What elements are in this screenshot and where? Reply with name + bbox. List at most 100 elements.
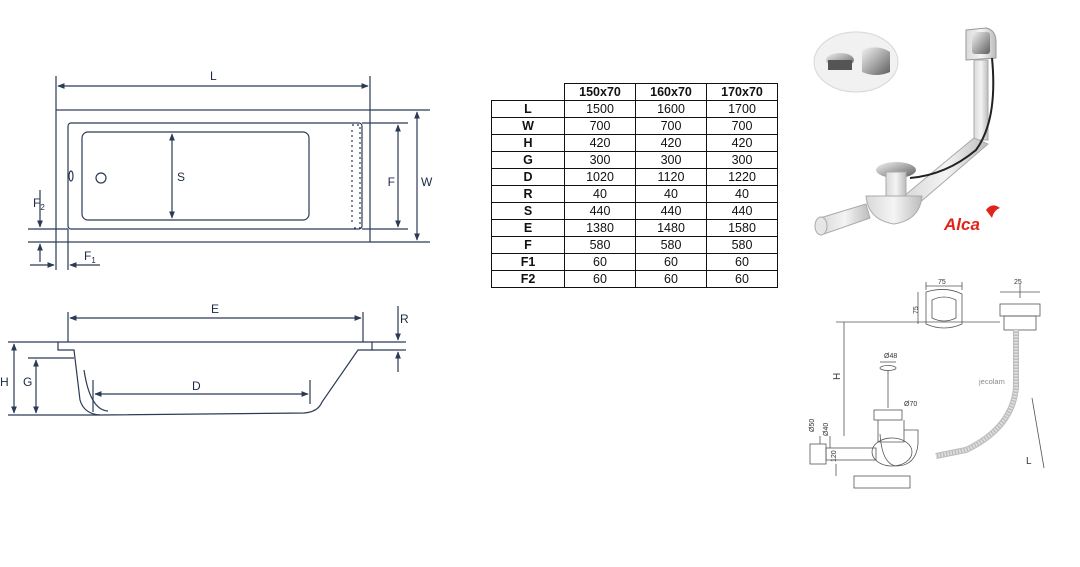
table-header-row: 150x70 160x70 170x70 [491, 83, 778, 101]
row-label: W [491, 117, 565, 135]
dim-d40: Ø40 [823, 423, 830, 436]
table-cell: 440 [564, 202, 636, 220]
overflow-cap-drawing [925, 289, 963, 329]
table-cell: 60 [564, 270, 636, 288]
table-cell: 40 [706, 185, 778, 203]
column-header: 150x70 [564, 83, 636, 101]
label-H: H [0, 375, 9, 389]
table-cell: 300 [706, 151, 778, 169]
dim-d48: Ø48 [884, 353, 897, 360]
label-F2: F2 [33, 196, 45, 212]
table-cell: 1480 [635, 219, 707, 237]
table-cell: 1380 [564, 219, 636, 237]
label-F: F [388, 175, 395, 189]
table-cell: 300 [564, 151, 636, 169]
row-label: S [491, 202, 565, 220]
table-cell: 700 [706, 117, 778, 135]
dim-75-vertical: 75 [913, 306, 920, 314]
side-view [8, 306, 406, 416]
table-cell: 60 [635, 270, 707, 288]
overflow-cap-icon [862, 47, 890, 75]
tub-slope-dashes [352, 124, 361, 229]
table-cell: 60 [635, 253, 707, 271]
table-cell: 60 [706, 270, 778, 288]
tub-profile [57, 341, 373, 416]
siphon-photo: Alca [813, 27, 1000, 236]
table-cell: 420 [706, 134, 778, 152]
label-D: D [192, 379, 201, 393]
siphon-technical-drawing: jecolam 75 25 75 H Ø48 Ø70 Ø50 Ø40 120 L [809, 279, 1045, 489]
label-F1: F1 [84, 249, 96, 265]
table-cell: 1220 [706, 168, 778, 186]
table-cell: 60 [706, 253, 778, 271]
table-cell: 700 [564, 117, 636, 135]
label-W: W [421, 175, 433, 189]
column-header: 170x70 [706, 83, 778, 101]
table-cell: 440 [635, 202, 707, 220]
table-cell: 580 [706, 236, 778, 254]
table-cell: 40 [564, 185, 636, 203]
top-view [28, 76, 430, 270]
table-cell: 580 [564, 236, 636, 254]
row-label: F2 [491, 270, 565, 288]
table-cell: 1700 [706, 100, 778, 118]
row-label: L [491, 100, 565, 118]
table-cell: 1500 [564, 100, 636, 118]
table-cell: 300 [635, 151, 707, 169]
label-G: G [23, 375, 32, 389]
dim-H: H [832, 373, 843, 380]
dim-d70: Ø70 [904, 401, 917, 408]
siphon-trap [865, 195, 923, 225]
row-label: G [491, 151, 565, 169]
drain-icon [95, 172, 107, 184]
label-E: E [211, 302, 219, 316]
table-cell: 1600 [635, 100, 707, 118]
table-cell: 60 [564, 253, 636, 271]
dim-120: 120 [831, 450, 838, 462]
table-cell: 1120 [635, 168, 707, 186]
brand-bird-icon [986, 205, 1000, 218]
watermark-logo: jecolam [978, 377, 1005, 386]
table-cell: 580 [635, 236, 707, 254]
dim-d50: Ø50 [809, 419, 816, 432]
inset-oval [813, 31, 899, 93]
row-label: D [491, 168, 565, 186]
table-cell: 40 [635, 185, 707, 203]
brand-logo: Alca [943, 215, 980, 234]
row-label: F1 [491, 253, 565, 271]
table-corner [491, 83, 565, 101]
overflow-icon [68, 170, 74, 182]
row-label: H [491, 134, 565, 152]
label-R: R [400, 312, 409, 326]
row-label: E [491, 219, 565, 237]
dim-L: L [1026, 456, 1032, 467]
dim-75: 75 [938, 279, 946, 286]
table-cell: 700 [635, 117, 707, 135]
label-S: S [177, 170, 185, 184]
tub-rim [67, 122, 363, 230]
table-cell: 1580 [706, 219, 778, 237]
dim-25: 25 [1014, 279, 1022, 286]
table-cell: 440 [706, 202, 778, 220]
row-label: F [491, 236, 565, 254]
table-cell: 420 [564, 134, 636, 152]
column-header: 160x70 [635, 83, 707, 101]
table-cell: 1020 [564, 168, 636, 186]
label-L: L [210, 69, 217, 83]
tub-basin [81, 131, 310, 221]
row-label: R [491, 185, 565, 203]
